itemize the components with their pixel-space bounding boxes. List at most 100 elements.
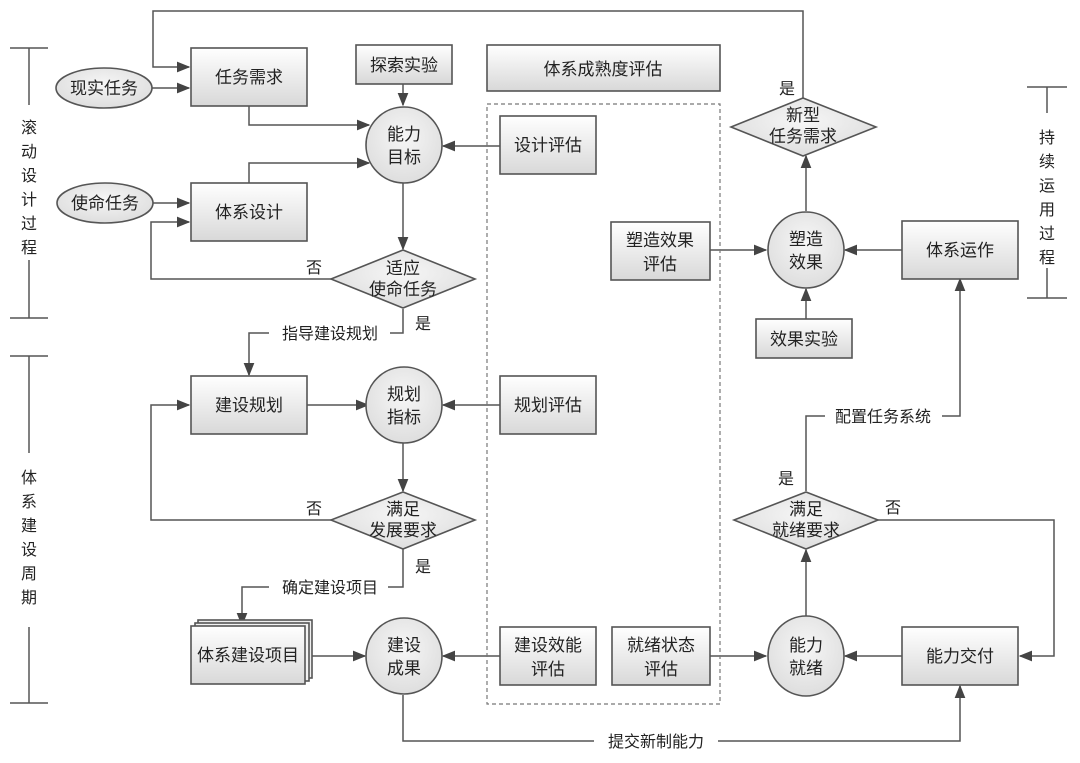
edge-meet-ready-yes [805,415,825,491]
task-requirement-box[interactable]: 任务需求 [190,47,308,107]
maturity-eval-box[interactable]: 体系成熟度评估 [486,44,721,92]
construction-eff-eval-label-1: 建设效能 [514,636,582,656]
plan-indicator-label-2: 指标 [387,408,421,428]
construction-projects-box[interactable]: 体系建设项目 [190,619,313,685]
edge-task-requirement-to-capability-goal [248,106,371,131]
shaping-eval-label-2: 评估 [643,255,677,275]
shaping-effect-label-2: 效果 [789,253,823,273]
capability-delivery-box[interactable]: 能力交付 [901,626,1019,686]
phase-label-char: 过 [21,214,37,233]
adapt-yes-label: 是 [415,314,431,333]
edge-adapt-yes-to-construction-plan [390,309,404,334]
meet-ready-no-label: 否 [885,498,901,517]
meet-ready-req-label-1: 满足 [789,500,823,520]
phase-label-char: 系 [21,492,37,511]
system-design-label: 体系设计 [215,203,283,223]
phase-label-char: 期 [21,588,37,607]
plan-indicator-node[interactable]: 规划 指标 [365,366,443,444]
mission-task-node[interactable]: 使命任务 [56,182,154,224]
shaping-effect-label-1: 塑造 [789,230,823,250]
maturity-eval-region [486,103,721,705]
new-task-req-decision[interactable]: 新型 任务需求 [728,97,879,157]
effect-experiment-box[interactable]: 效果实验 [755,318,853,359]
capability-goal-node[interactable]: 能力 目标 [365,106,443,184]
edge-result-to-delivery [402,695,594,742]
effect-experiment-label: 效果实验 [770,330,838,350]
configure-system-label: 配置任务系统 [835,407,931,426]
explore-experiment-box[interactable]: 探索实验 [355,44,453,85]
plan-eval-box[interactable]: 规划评估 [499,375,597,435]
plan-indicator-label-1: 规划 [387,385,421,405]
guide-plan-label: 指导建设规划 [282,324,378,343]
adapt-no-label: 否 [306,258,322,277]
capability-goal-label-2: 目标 [387,148,421,168]
construction-result-node[interactable]: 建设 成果 [365,617,443,695]
phase-label-char: 过 [1039,224,1055,243]
capability-ready-node[interactable]: 能力 就绪 [767,615,845,697]
phase-label-char: 程 [21,238,37,257]
system-operation-box[interactable]: 体系运作 [901,220,1019,280]
real-task-label: 现实任务 [70,79,138,99]
adapt-mission-label-1: 适应 [386,259,420,279]
edge-submit-to-delivery [718,684,966,742]
phase-label-char: 滚 [21,118,37,137]
determine-projects-label: 确定建设项目 [282,578,378,597]
shaping-effect-node[interactable]: 塑造 效果 [767,211,845,289]
construction-plan-label: 建设规划 [215,396,283,416]
phase-label-char: 持 [1039,128,1055,147]
phase-label-char: 设 [21,540,37,559]
meet-dev-req-decision[interactable]: 满足 发展要求 [328,491,478,550]
capability-ready-label-1: 能力 [789,636,823,656]
adapt-mission-decision[interactable]: 适应 使命任务 [328,249,478,309]
design-eval-box[interactable]: 设计评估 [499,115,597,175]
adapt-mission-label-2: 使命任务 [369,279,437,300]
construction-eff-eval-label-2: 评估 [531,660,565,680]
readiness-eval-label-1: 就绪状态 [627,636,695,656]
phase-label-char: 运 [1039,176,1055,195]
readiness-eval-label-2: 评估 [644,660,678,680]
construction-eff-eval-box[interactable]: 建设效能 评估 [499,626,597,686]
task-requirement-label: 任务需求 [215,68,283,88]
meet-dev-no-label: 否 [306,499,322,518]
phase-label-char: 体 [21,468,37,487]
shaping-eval-box[interactable]: 塑造效果 评估 [610,221,711,281]
construction-result-label-2: 成果 [387,659,421,679]
edge-meet-dev-yes [388,549,404,588]
edge-adapt-no-to-system-design [150,216,332,280]
system-operation-label: 体系运作 [926,241,994,261]
meet-dev-yes-label: 是 [415,557,431,576]
edge-determine-to-projects [236,586,269,627]
edge-new-task-to-task-requirement [152,10,804,98]
edge-system-design-to-capability-goal [248,157,371,183]
edge-configure-to-operation [942,277,966,417]
system-design-box[interactable]: 体系设计 [190,182,308,242]
mission-task-label: 使命任务 [71,193,139,214]
plan-eval-label: 规划评估 [514,396,582,416]
meet-dev-req-label-1: 满足 [386,500,420,520]
phase-label-char: 周 [21,564,37,583]
maturity-eval-label: 体系成熟度评估 [544,59,663,80]
meet-dev-req-label-2: 发展要求 [369,521,437,541]
shaping-eval-label-1: 塑造效果 [626,231,694,251]
meet-ready-yes-label: 是 [778,469,794,488]
capability-goal-label-1: 能力 [387,125,421,145]
phase-label-char: 动 [21,142,37,161]
capability-ready-label-2: 就绪 [789,659,823,679]
meet-ready-req-decision[interactable]: 满足 就绪要求 [731,491,881,550]
new-task-req-label-2: 任务需求 [769,127,837,147]
submit-capability-label: 提交新制能力 [608,732,704,751]
new-task-yes-label: 是 [779,79,795,98]
readiness-eval-box[interactable]: 就绪状态 评估 [611,626,711,686]
phase-label-char: 程 [1039,248,1055,267]
capability-delivery-label: 能力交付 [926,647,994,667]
phase-label-char: 计 [21,190,37,209]
phase-label-char: 续 [1039,152,1055,171]
construction-plan-box[interactable]: 建设规划 [190,375,308,435]
real-task-node[interactable]: 现实任务 [55,67,153,109]
edge-guide-to-construction-plan [243,332,269,377]
construction-result-label-1: 建设 [387,636,421,656]
